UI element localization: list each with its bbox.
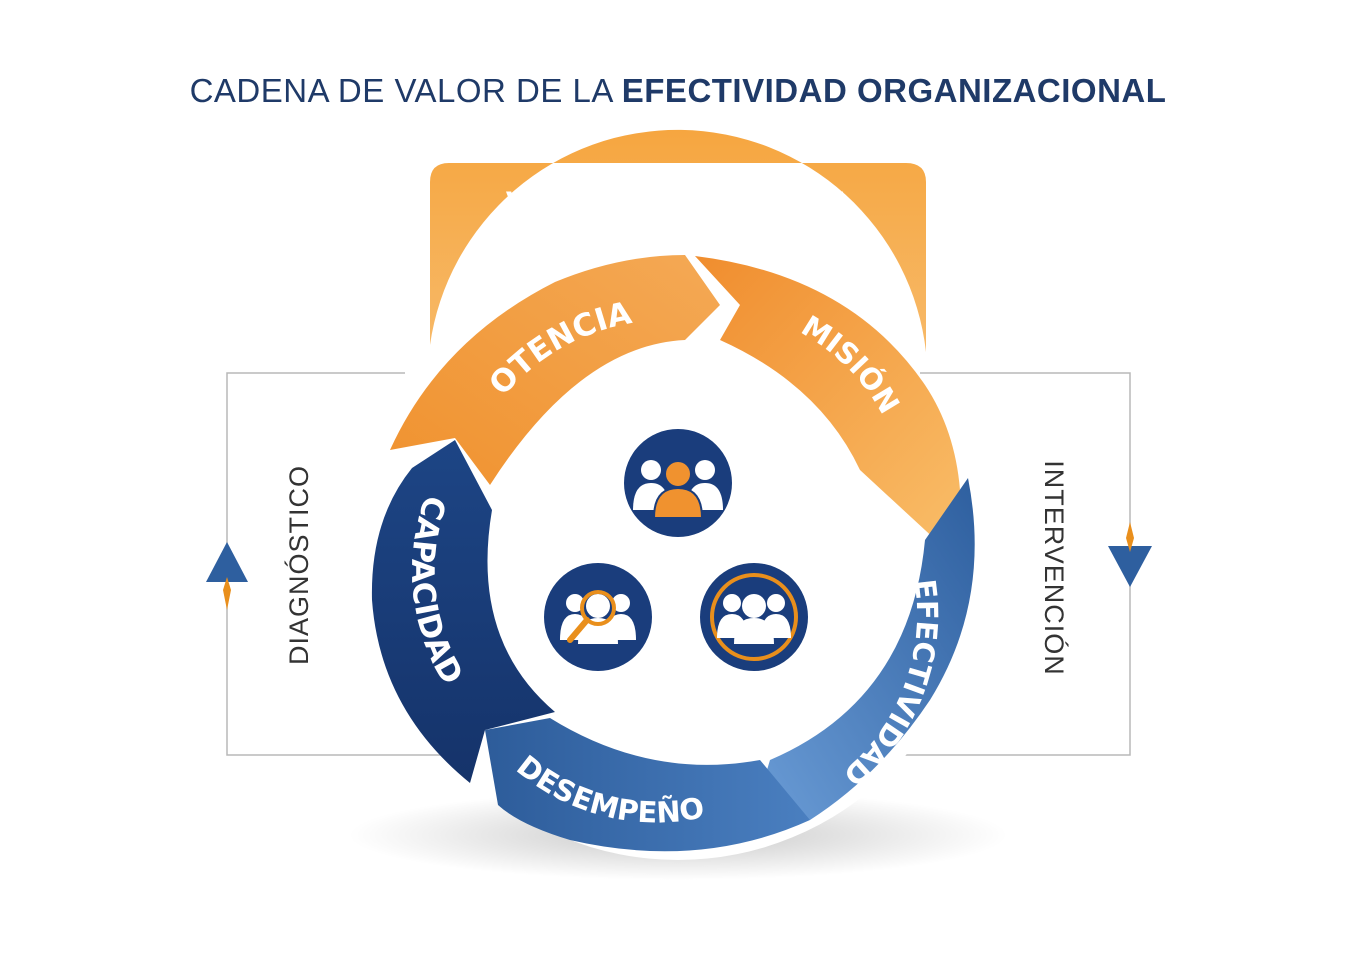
page-title: CADENA DE VALOR DE LA EFECTIVIDAD ORGANI… [190, 72, 1167, 109]
segment-mision [695, 256, 960, 542]
team-leader-icon [624, 429, 732, 537]
title-prefix: CADENA DE VALOR DE LA [190, 72, 622, 109]
segment-capacidad [371, 440, 555, 783]
banner-label: VENTAJA COMPETITIVA [506, 187, 850, 218]
search-people-icon [544, 563, 652, 671]
title-emphasis: EFECTIVIDAD ORGANIZACIONAL [622, 72, 1167, 109]
segment-potencial [390, 255, 720, 485]
segment-desempeno [485, 718, 810, 852]
side-label-intervencion: INTERVENCIÓN [1039, 460, 1070, 676]
up-arrow-icon [206, 542, 248, 610]
down-arrow-icon [1108, 522, 1152, 587]
group-circle-icon [700, 563, 808, 671]
side-label-diagnostico: DIAGNÓSTICO [283, 465, 314, 665]
